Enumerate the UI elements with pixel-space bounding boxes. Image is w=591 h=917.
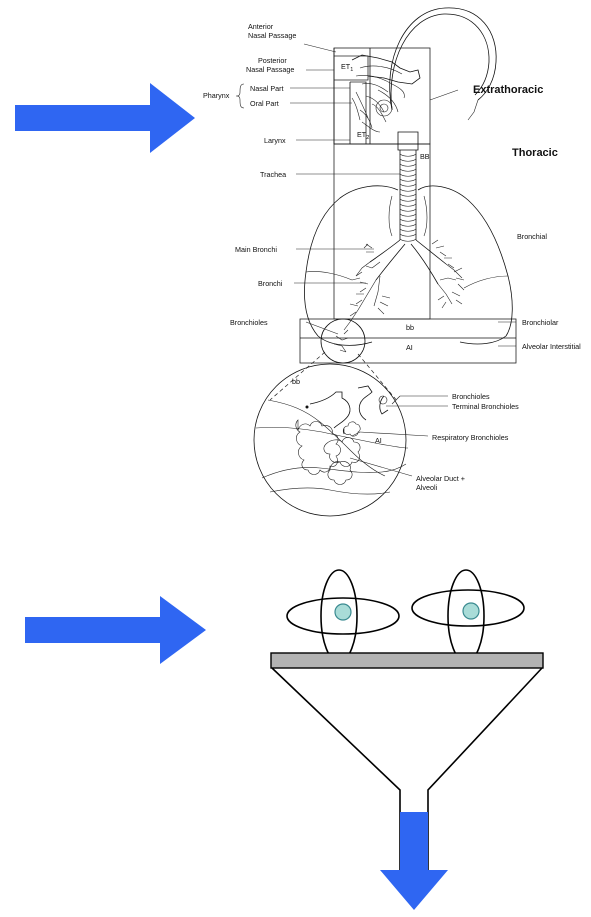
main-bronchi-label: Main Bronchi [235, 245, 277, 254]
extrathoracic-label: Extrathoracic [473, 84, 543, 96]
trachea-ring [400, 174, 416, 176]
trachea-ring [400, 229, 416, 231]
trachea-ring [400, 219, 416, 221]
trachea-ring [400, 204, 416, 206]
right-arrow-icon [15, 83, 195, 153]
trachea-ring [400, 189, 416, 191]
bronchi-label: Bronchi [258, 279, 283, 288]
inset-bronchioles-label: Bronchioles [452, 392, 490, 401]
alveolar-interstitial-label: Alveolar Interstitial [522, 342, 581, 351]
posterior-nasal-label-1: Posterior [258, 56, 287, 65]
trachea-rings [400, 150, 416, 241]
anterior-nasal-label-1: Anterior [248, 22, 274, 31]
pharynx-label: Pharynx [203, 91, 230, 100]
posterior-nasal-label-2: Nasal Passage [246, 65, 294, 74]
thoracic-label: Thoracic [512, 147, 558, 159]
filter-funnel-diagram [271, 570, 543, 910]
inset-ai-label: AI [375, 436, 382, 445]
particle-left [287, 570, 399, 662]
trachea-ring [400, 209, 416, 211]
et1-code: ET1 [341, 62, 353, 73]
bb-lower-code: bb [406, 323, 414, 332]
et2-code: ET2 [357, 130, 369, 141]
filter-plate [271, 653, 543, 668]
ai-code: AI [406, 343, 413, 352]
right-arrow-icon [25, 596, 206, 664]
trachea-ring [400, 199, 416, 201]
alveolar-duct-label-1: Alveolar Duct + [416, 474, 465, 483]
terminal-bronchioles-label: Terminal Bronchioles [452, 402, 519, 411]
respiratory-bronchioles-label: Respiratory Bronchioles [432, 433, 509, 442]
trachea-ring [400, 214, 416, 216]
trachea-ring [400, 234, 416, 236]
down-arrow-icon [380, 812, 448, 910]
oral-part-label: Oral Part [250, 99, 279, 108]
trachea-ring [400, 164, 416, 166]
trachea-ring [400, 184, 416, 186]
particle-right [412, 570, 524, 662]
trachea-ring [400, 169, 416, 171]
bb-upper-code: BB [420, 152, 430, 161]
nasal-part-label: Nasal Part [250, 84, 284, 93]
larynx-label: Larynx [264, 136, 286, 145]
bronchial-label: Bronchial [517, 232, 547, 241]
anterior-nasal-label-2: Nasal Passage [248, 31, 296, 40]
trachea-ring [400, 194, 416, 196]
respiratory-tract-diagram: Anterior Nasal Passage Posterior Nasal P… [203, 8, 581, 516]
trachea-ring [400, 239, 416, 241]
alveolar-duct-label-2: Alveoli [416, 483, 438, 492]
trachea-ring [400, 224, 416, 226]
trachea-label: Trachea [260, 170, 286, 179]
trachea-ring [400, 159, 416, 161]
trachea-ring [400, 179, 416, 181]
bronchiolar-label: Bronchiolar [522, 318, 559, 327]
inset-bb-label: bb [292, 377, 300, 386]
trachea-ring [400, 154, 416, 156]
bronchioles-label: Bronchioles [230, 318, 268, 327]
